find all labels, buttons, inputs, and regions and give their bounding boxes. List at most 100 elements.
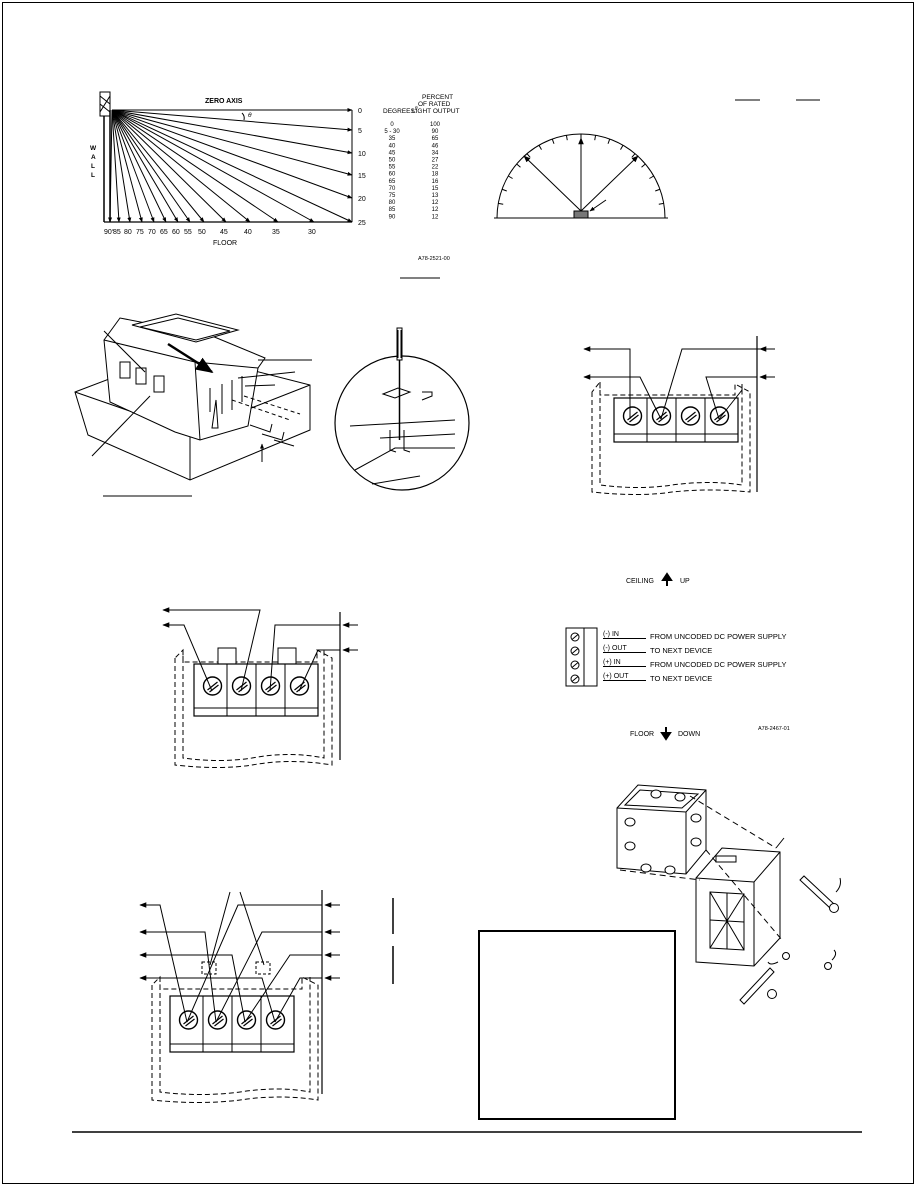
strobe-lens-ribs (709, 891, 745, 951)
terminal-strip (613, 397, 739, 443)
detail-tab (381, 387, 412, 399)
terminal-block-middle-left (162, 607, 358, 768)
back-box-edges (616, 789, 707, 874)
knockout-hole (664, 865, 676, 875)
screw-slot (236, 681, 247, 691)
semicircle-tick (551, 138, 555, 144)
screw-slot (209, 684, 219, 693)
detail-clip (421, 391, 433, 401)
terminal-post-1 (217, 647, 237, 665)
percent-header: PERCENT OF RATED LIGHT OUTPUT (412, 94, 460, 115)
floor-tick-label: 55 (184, 229, 192, 236)
ray-arrow-left (523, 155, 582, 212)
ray-floor (111, 109, 191, 223)
terminal-strip (193, 663, 319, 717)
wire-out-1 (162, 622, 213, 692)
terminal-post-2 (277, 647, 297, 665)
screw-slot (571, 662, 579, 668)
semicircle-tick (508, 175, 513, 179)
theta-label: θ (248, 112, 252, 119)
jumper-leaders (209, 891, 265, 966)
screw-slot (270, 1015, 281, 1025)
screw-slot (571, 676, 579, 682)
knockout-hole (650, 789, 662, 799)
alignment-guides (231, 395, 301, 421)
screw-slot (267, 684, 277, 693)
screwdriver-grip-lines (397, 330, 402, 358)
knockout-hole (674, 792, 686, 802)
screw-slot (207, 681, 218, 691)
ray-right (111, 109, 353, 223)
leader-1 (775, 837, 785, 849)
screw-slot (627, 411, 638, 421)
up-arrow-icon (661, 572, 673, 586)
percent-cell: 15 (432, 186, 439, 192)
percent-cell: 22 (432, 165, 439, 171)
floor-tick-label: 35 (272, 229, 280, 236)
semicircle-diagram (494, 99, 820, 219)
right-tick-label: 10 (358, 151, 366, 158)
percent-cell: 34 (432, 150, 439, 156)
wall-mount-hatch (99, 95, 111, 113)
semicircle-tick (501, 188, 507, 192)
percent-cell: 16 (432, 179, 439, 185)
semicircle-tick (641, 163, 646, 168)
percent-cell: 12 (432, 207, 439, 213)
degrees-cell: 70 (389, 186, 396, 192)
leader-4 (831, 949, 837, 961)
strobe-plate-edges (695, 851, 781, 966)
screw-slot (214, 1018, 224, 1027)
note-box (478, 930, 676, 1120)
device-mount-illustration (74, 313, 470, 497)
knockout-hole (690, 813, 702, 823)
wire-out-2 (162, 607, 261, 692)
ray-floor (111, 109, 279, 223)
ray-floor (111, 109, 179, 223)
knockout-hole (640, 863, 652, 873)
floor-tick-label: 80 (124, 229, 132, 236)
mounting-screw-1 (799, 875, 835, 909)
ray-floor (111, 109, 167, 223)
right-tick-label: 20 (358, 196, 366, 203)
ray-floor (111, 109, 121, 223)
semicircle-tick (538, 145, 542, 150)
semicircle-tick (607, 138, 611, 144)
terminal-block-upper-right (583, 336, 775, 495)
device-top-inset (139, 317, 231, 341)
semicircle-tick (594, 135, 597, 141)
floor-tick-label: 65 (160, 229, 168, 236)
wire-out-2 (139, 929, 217, 1023)
ray-right (111, 109, 353, 155)
device-tab (211, 399, 219, 429)
semicircle-tick (655, 188, 661, 192)
terminal-board-outline (151, 975, 319, 1103)
terminal-desc: TO NEXT DEVICE (650, 646, 712, 655)
screw-slot (629, 414, 639, 423)
floor-tick-label: 90° (104, 228, 115, 236)
terminal-tag: (+) IN (603, 659, 621, 666)
wire-out-1 (583, 346, 631, 419)
terminal-desc: FROM UNCODED DC POWER SUPPLY (650, 632, 787, 641)
figure-code: A78-2521-00 (418, 256, 450, 262)
floor-tick-label: 30 (308, 229, 316, 236)
terminal-board-outline-inner (182, 650, 325, 761)
screw-slot (714, 411, 725, 421)
leader-3 (244, 384, 276, 387)
wire-out-1 (139, 902, 188, 1023)
terminal-tag: (-) IN (603, 631, 619, 638)
terminal-block-lower-left (139, 890, 394, 1103)
device-slot-3 (153, 375, 165, 393)
percent-cell: 13 (432, 193, 439, 199)
right-tick-label: 5 (358, 128, 362, 135)
screw-slot (571, 648, 579, 654)
percent-cell: 90 (432, 129, 439, 135)
device-slot-1 (119, 361, 131, 379)
figure-code: A78-2467-01 (758, 726, 790, 732)
screw-slot (272, 1018, 282, 1027)
down-arrow-icon (660, 727, 672, 741)
floor-tick-label: 75 (136, 229, 144, 236)
wire-in-1 (269, 624, 340, 692)
